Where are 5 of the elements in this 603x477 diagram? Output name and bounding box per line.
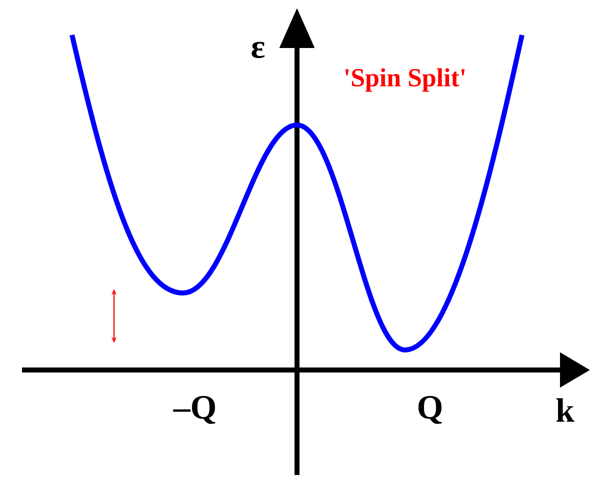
axis-label: –Q: [173, 396, 216, 424]
axis-label: Q: [418, 396, 442, 424]
axis-label: ε: [252, 42, 265, 58]
axis-label: k: [556, 398, 574, 422]
axis-label: 'Spin Split': [345, 68, 465, 92]
